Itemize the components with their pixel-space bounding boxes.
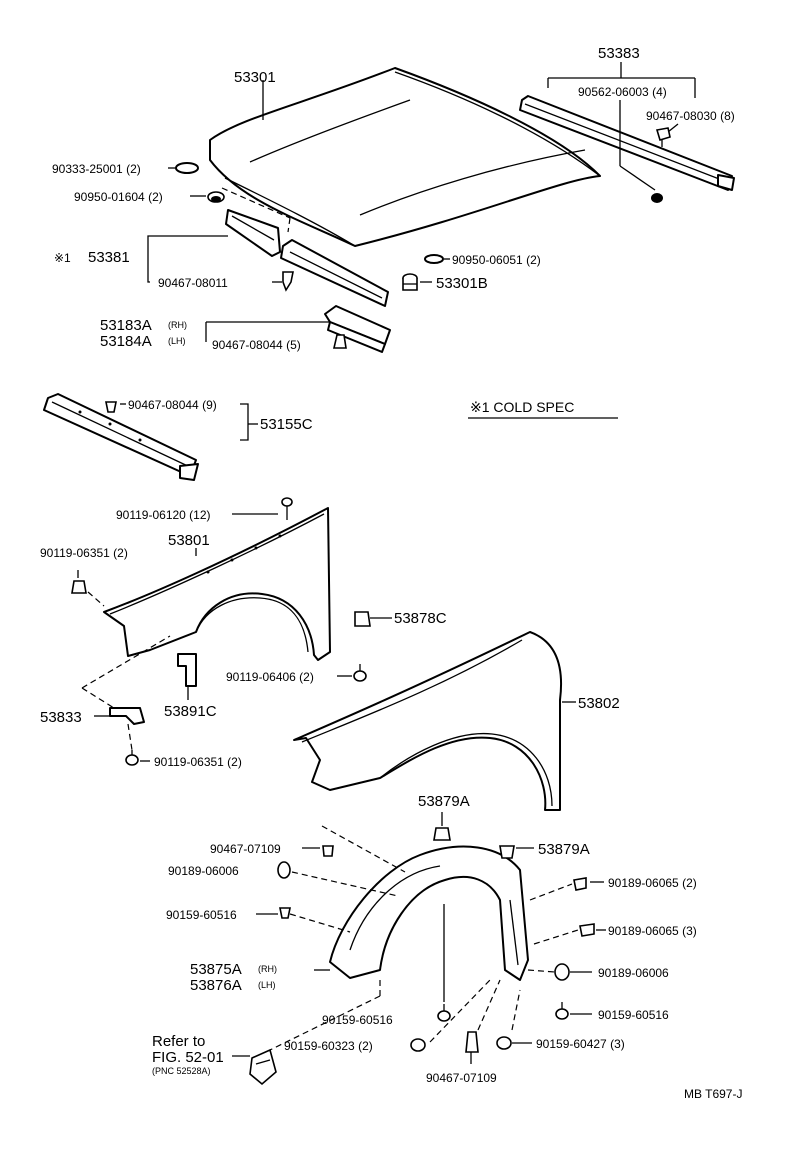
front-fender-right xyxy=(293,631,562,811)
label-90159-60516-left: 90159-60516 xyxy=(166,908,237,922)
bolt-icon xyxy=(71,580,87,594)
cowl-seal-strip xyxy=(43,393,199,481)
hood-weatherstrip xyxy=(519,95,735,191)
mudguard-clip-icon xyxy=(249,1048,277,1086)
label-90159-60516-bot: 90159-60516 xyxy=(322,1013,393,1027)
label-53383: 53383 xyxy=(598,45,640,62)
label-90189-06065-2: 90189-06065 (2) xyxy=(608,876,697,890)
label-90119-06406: 90119-06406 (2) xyxy=(226,670,314,684)
clip-icon xyxy=(354,611,371,627)
clip-icon xyxy=(282,271,294,292)
fender-liner xyxy=(329,845,529,981)
label-90333: 90333-25001 (2) xyxy=(52,162,141,176)
clip-icon xyxy=(651,193,663,203)
label-90562: 90562-06003 (4) xyxy=(578,85,667,99)
bolt-icon xyxy=(125,750,139,766)
label-53381: 53381 xyxy=(88,249,130,266)
label-53155c: 53155C xyxy=(260,416,313,433)
label-90950-01604: 90950-01604 (2) xyxy=(74,190,163,204)
bolt-icon xyxy=(555,1002,569,1020)
label-53876a: 53876A xyxy=(190,977,242,994)
label-53801: 53801 xyxy=(168,532,210,549)
grommet-icon xyxy=(277,861,291,879)
cushion-icon xyxy=(424,254,444,264)
grommet-icon xyxy=(554,963,570,981)
hood-seal-right xyxy=(280,239,389,307)
label-90189-06006-right: 90189-06006 xyxy=(598,966,669,980)
bolt-icon xyxy=(496,1036,512,1050)
label-90119-06351-top: 90119-06351 (2) xyxy=(40,546,128,560)
hood-seal-left xyxy=(225,209,281,257)
label-53875a-side: (RH) xyxy=(258,964,277,974)
label-53183a: 53183A xyxy=(100,317,152,334)
footer-code: MB T697-J xyxy=(684,1087,742,1101)
label-90159-60516-right: 90159-60516 xyxy=(598,1008,669,1022)
label-53875a: 53875A xyxy=(190,961,242,978)
label-90950-06051: 90950-06051 (2) xyxy=(452,253,541,267)
grommet-icon xyxy=(207,191,225,203)
label-53833: 53833 xyxy=(40,709,82,726)
refer-fig-label: FIG. 52-01 xyxy=(152,1049,224,1066)
label-53876a-side: (LH) xyxy=(258,980,276,990)
label-53879a-right: 53879A xyxy=(538,841,590,858)
label-90467-08044-5: 90467-08044 (5) xyxy=(212,338,301,352)
bolt-icon xyxy=(281,497,293,520)
label-53301: 53301 xyxy=(234,69,276,86)
bolt-icon xyxy=(437,1004,451,1022)
label-90159-60427: 90159-60427 (3) xyxy=(536,1037,625,1051)
clip-icon xyxy=(105,401,117,413)
clip-icon xyxy=(433,827,451,841)
label-53183a-side: (RH) xyxy=(168,320,187,330)
label-90467-08044-9: 90467-08044 (9) xyxy=(128,398,217,412)
bolt-icon xyxy=(410,1038,426,1052)
label-53184a: 53184A xyxy=(100,333,152,350)
hood-panel xyxy=(209,67,601,247)
label-53184a-side: (LH) xyxy=(168,336,186,346)
fender-liner-bracket xyxy=(109,707,145,725)
hood-cushion-icon xyxy=(402,273,418,291)
clip-icon xyxy=(465,1031,479,1053)
label-90467-07109-top: 90467-07109 xyxy=(210,842,281,856)
label-53802: 53802 xyxy=(578,695,620,712)
cold-spec-note: ※1 COLD SPEC xyxy=(470,399,574,415)
refer-pnc-label: (PNC 52528A) xyxy=(152,1066,211,1076)
label-90467-08030: 90467-08030 (8) xyxy=(646,109,735,123)
washer-icon xyxy=(175,162,199,174)
label-90467-08011: 90467-08011 xyxy=(158,276,228,290)
clip-icon xyxy=(332,334,347,349)
clip-icon xyxy=(499,845,515,859)
label-53878c: 53878C xyxy=(394,610,447,627)
label-90119-06351-bot: 90119-06351 (2) xyxy=(154,755,242,769)
label-53301b: 53301B xyxy=(436,275,488,292)
label-90189-06065-3: 90189-06065 (3) xyxy=(608,924,697,938)
fender-bracket xyxy=(177,653,197,687)
clip-icon xyxy=(579,923,595,937)
hood-bracket xyxy=(324,305,391,353)
clip-icon xyxy=(655,127,671,147)
bolt-icon xyxy=(322,845,334,857)
clip-icon xyxy=(573,877,587,891)
bolt-icon xyxy=(353,664,367,682)
label-90159-60323: 90159-60323 (2) xyxy=(284,1039,373,1053)
label-90467-07109-bot: 90467-07109 xyxy=(426,1071,497,1085)
label-90119-06120: 90119-06120 (12) xyxy=(116,508,211,522)
refer-to-label: Refer to xyxy=(152,1033,205,1050)
label-53879a-top: 53879A xyxy=(418,793,470,810)
label-53381-mark: ※1 xyxy=(54,251,71,265)
bolt-icon xyxy=(279,907,291,919)
label-90189-06006-left: 90189-06006 xyxy=(168,864,239,878)
front-fender-left xyxy=(103,507,331,661)
label-53891c: 53891C xyxy=(164,703,217,720)
